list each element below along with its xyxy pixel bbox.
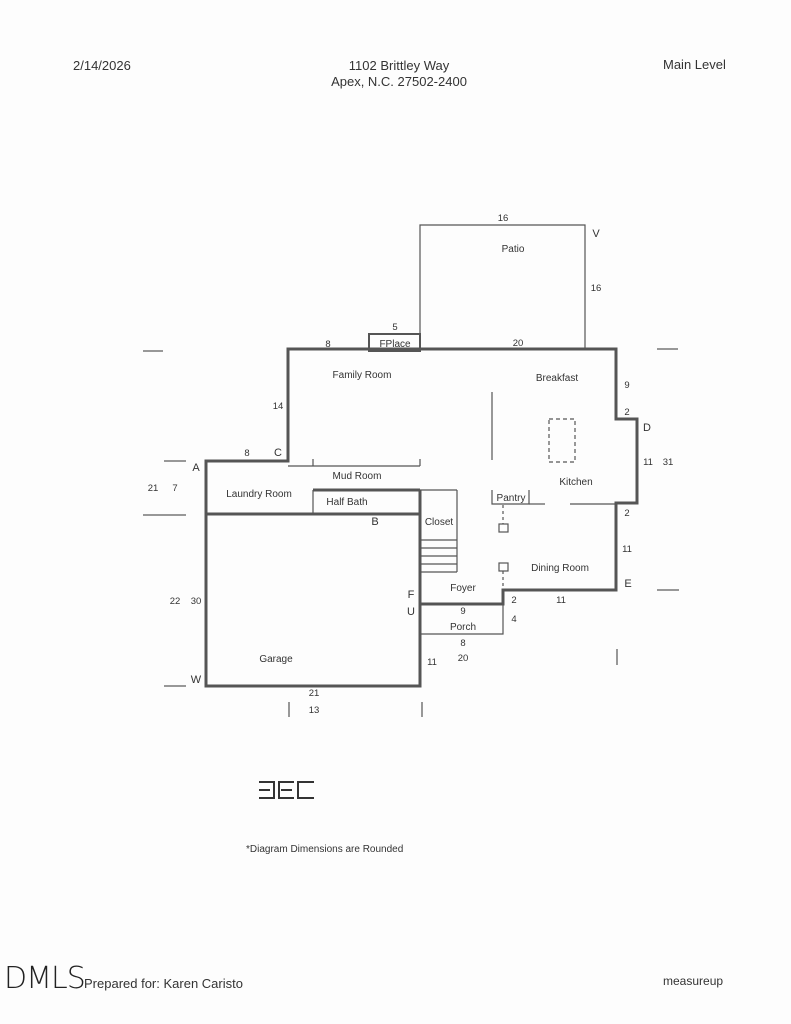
porch-outline	[420, 604, 504, 635]
marker-b: B	[371, 516, 378, 528]
room-patio: Patio	[502, 244, 525, 255]
prepared-for: Prepared for: Karen Caristo	[84, 976, 243, 991]
header-date: 2/14/2026	[73, 58, 131, 73]
header-level: Main Level	[663, 57, 726, 72]
dim-patio-right: 16	[591, 283, 602, 294]
patio-outline	[419, 224, 586, 349]
room-garage: Garage	[259, 654, 293, 665]
dim-garage-left-outer: 22	[170, 596, 181, 607]
dim-porch-bottom: 8	[460, 638, 465, 649]
dim-garage-left: 30	[191, 596, 202, 607]
dim-dining-bottom: 11	[556, 595, 566, 606]
fireplace	[368, 333, 421, 352]
marker-w: W	[191, 674, 202, 686]
marker-a: A	[192, 462, 200, 474]
room-family: Family Room	[333, 370, 392, 381]
reference-ticks	[143, 348, 679, 717]
room-dining: Dining Room	[531, 563, 589, 574]
dim-kitchen-right-top: 9	[624, 380, 629, 391]
dim-family-top-left: 8	[325, 339, 330, 350]
room-closet: Closet	[425, 517, 454, 528]
marker-f: F	[408, 589, 415, 601]
brand-name: measureup	[663, 974, 724, 988]
room-pantry: Pantry	[497, 493, 526, 504]
room-half-bath: Half Bath	[326, 497, 367, 508]
address-line-2: Apex, N.C. 27502-2400	[331, 74, 467, 89]
pantry-outline	[491, 490, 530, 505]
dim-family-left: 14	[273, 401, 284, 412]
mls-logo: DMLS	[4, 961, 86, 996]
dim-garage-bottom: 21	[309, 688, 320, 699]
dec-logo	[259, 781, 314, 799]
dim-dining-step: 2	[511, 595, 516, 606]
dim-garage-right: 11	[427, 657, 437, 668]
room-porch: Porch	[450, 622, 476, 633]
room-fplace: FPlace	[379, 339, 411, 350]
room-mud: Mud Room	[333, 471, 382, 482]
room-breakfast: Breakfast	[536, 373, 578, 384]
dim-overall-right: 31	[663, 457, 674, 468]
dim-breakfast-top: 20	[513, 338, 524, 349]
dim-bump-bottom: 2	[624, 508, 629, 519]
marker-e: E	[624, 578, 631, 590]
kitchen-island	[548, 418, 576, 463]
marker-c: C	[274, 447, 282, 459]
dim-dining-right: 11	[622, 544, 632, 555]
dim-foyer-bottom: 9	[460, 606, 465, 617]
footnote: *Diagram Dimensions are Rounded	[246, 844, 404, 855]
room-laundry: Laundry Room	[226, 489, 292, 500]
dim-overall-bottom: 13	[309, 705, 320, 716]
marker-d: D	[643, 422, 651, 434]
dim-patio-top: 16	[498, 213, 509, 224]
room-kitchen: Kitchen	[559, 477, 592, 488]
stairs	[420, 539, 457, 573]
dim-bump-right: 11	[643, 457, 653, 468]
marker-v: V	[592, 228, 600, 240]
dim-laundry-left: 7	[172, 483, 177, 494]
dim-fplace-width: 5	[392, 322, 397, 333]
dim-bump-top: 2	[624, 407, 629, 418]
room-foyer: Foyer	[450, 583, 476, 594]
header-address: 1102 Brittley Way Apex, N.C. 27502-2400	[0, 58, 791, 90]
dim-porch-right: 4	[511, 614, 516, 625]
dim-laundry-top: 8	[244, 448, 249, 459]
address-line-1: 1102 Brittley Way	[348, 58, 450, 73]
marker-u: U	[407, 606, 415, 618]
dim-overall-left: 21	[148, 483, 159, 494]
dim-front-offset: 20	[458, 653, 469, 664]
